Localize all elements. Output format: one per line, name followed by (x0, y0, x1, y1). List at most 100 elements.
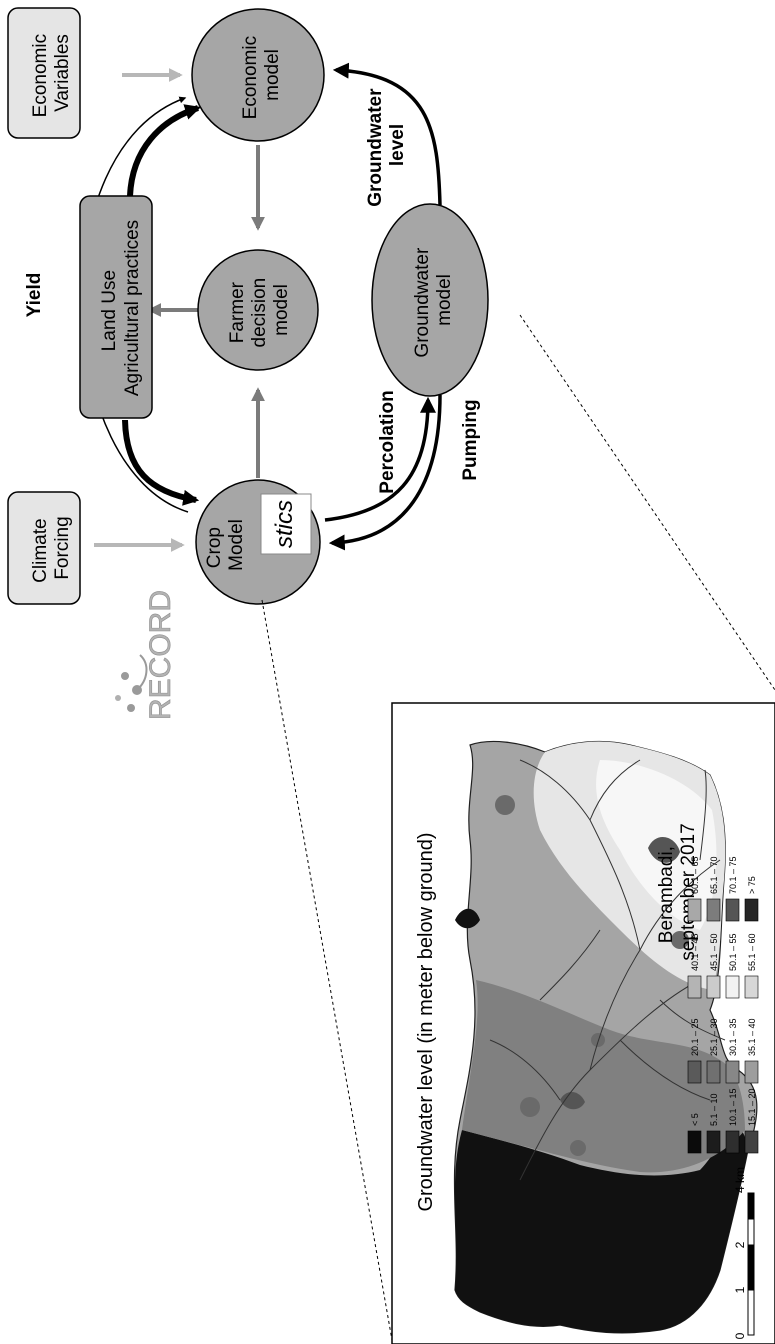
scale-bar: 0 1 2 4 km (733, 1167, 755, 1339)
record-logo: RECORD (115, 590, 177, 720)
legend-label: 5.1 – 10 (709, 1093, 719, 1126)
legend-label: 60.1 – 65 (690, 856, 700, 894)
groundwater-level-line1: Groundwater (365, 88, 386, 207)
legend-label: 40.1 – 45 (690, 933, 700, 971)
arrow-landuse-to-crop (122, 419, 200, 506)
land-use-line1: Land Use (99, 270, 120, 351)
legend-swatch (744, 1130, 759, 1154)
groundwater-model-line2: model (434, 274, 455, 326)
crop-model-node: Crop Model stics (195, 479, 321, 605)
arrow-groundwater-level (332, 62, 442, 206)
climate-forcing-line1: Climate (30, 518, 51, 582)
legend-swatch (687, 1060, 702, 1084)
legend-label: 30.1 – 35 (728, 1018, 738, 1056)
record-logo-text: RECORD (144, 590, 177, 720)
scale-label-0: 0 (733, 1332, 747, 1339)
zoom-guide-groundwater (519, 314, 775, 691)
legend-label: 65.1 – 70 (709, 856, 719, 894)
svg-text:Groundwater level: Groundwater level (365, 83, 408, 207)
farmer-model-line3: model (271, 284, 292, 336)
legend-swatch (725, 898, 740, 922)
svg-text:Farmer decision: Farmer decision model (227, 273, 292, 348)
farmer-model-line2: decision (249, 278, 270, 348)
scale-label-2: 2 (733, 1241, 747, 1248)
svg-text:Economic Variables: Economic Variables (30, 29, 73, 118)
svg-text:Economic model: Economic model (240, 31, 283, 120)
mid-zone (462, 980, 745, 1173)
legend-label: 35.1 – 40 (747, 1018, 757, 1056)
dark-patch-tank1 (560, 1091, 585, 1110)
scale-label-4km: 4 km (733, 1167, 747, 1193)
pumping-label: Pumping (460, 399, 481, 480)
climate-forcing-line2: Forcing (52, 516, 73, 579)
land-use-line2: Agricultural practices (122, 220, 143, 396)
legend-label: < 5 (690, 1113, 700, 1126)
climate-forcing-box: Climate Forcing (7, 491, 81, 605)
arrow-landuse-to-economic (127, 104, 202, 197)
svg-text:Climate Forcing: Climate Forcing (30, 513, 73, 583)
farmer-model-line1: Farmer (227, 281, 248, 343)
groundwater-model-line1: Groundwater (412, 247, 433, 358)
legend-swatch (706, 898, 721, 922)
legend-swatch (687, 1130, 702, 1154)
depression-4 (671, 931, 689, 949)
legend-swatch (744, 975, 759, 999)
legend-swatch (706, 1060, 721, 1084)
stics-logo: stics (260, 493, 312, 555)
legend-swatch (725, 975, 740, 999)
svg-text:Crop Model: Crop Model (204, 519, 247, 571)
legend-label: 45.1 – 50 (709, 933, 719, 971)
yield-label: Yield (24, 273, 45, 318)
legend-swatch (744, 898, 759, 922)
dark-zone (454, 1128, 748, 1333)
legend-label: 70.1 – 75 (728, 856, 738, 894)
land-use-box: Land Use Agricultural practices (79, 195, 153, 419)
depression-2 (570, 1140, 586, 1156)
arrow-percolation (324, 396, 436, 522)
model-coupling-diagram: Economic Variables Climate Forcing Land … (7, 7, 489, 720)
economic-model-node: Economic model (191, 8, 325, 142)
dark-patch-tank2 (648, 836, 680, 863)
legend-swatch (687, 975, 702, 999)
legend-label: 25.1 – 30 (709, 1018, 719, 1056)
economic-model-line2: model (262, 49, 283, 101)
place-label-line1: Berambadi, (656, 846, 677, 943)
economic-variables-line1: Economic (30, 34, 51, 117)
legend-swatch (744, 1060, 759, 1084)
crop-model-line2: Model (226, 519, 247, 571)
svg-text:Land Use Agricultural: Land Use Agricultural practices (99, 220, 143, 396)
groundwater-map-panel: Groundwater level (in meter below ground… (391, 702, 775, 1344)
economic-variables-line2: Variables (52, 34, 73, 112)
percolation-label: Percolation (377, 390, 398, 493)
depression-3 (591, 1033, 605, 1047)
groundwater-map (453, 740, 758, 1334)
groundwater-level-line2: level (387, 124, 408, 166)
arrow-pumping (328, 394, 442, 551)
dark-patch-left (455, 908, 480, 929)
legend-swatch (706, 975, 721, 999)
legend-label: 20.1 – 25 (690, 1018, 700, 1056)
legend-swatch (706, 1130, 721, 1154)
legend-swatch (725, 1060, 740, 1084)
legend-label: 50.1 – 55 (728, 933, 738, 971)
place-label-line2: september 2017 (678, 823, 699, 960)
svg-text:Berambadi, september 201: Berambadi, september 2017 (656, 823, 699, 960)
crop-model-line1: Crop (204, 527, 225, 568)
scale-label-1: 1 (733, 1286, 747, 1293)
depression-5 (495, 795, 515, 815)
economic-model-line1: Economic (240, 36, 261, 119)
economic-variables-box: Economic Variables (7, 7, 81, 139)
map-title: Groundwater level (in meter below ground… (415, 832, 437, 1211)
farmer-decision-model-node: Farmer decision model (197, 249, 319, 371)
stream-network (489, 759, 726, 1181)
legend-swatch (725, 1130, 740, 1154)
legend-label: 10.1 – 15 (728, 1088, 738, 1126)
zoom-guide-crop (261, 599, 393, 1341)
stics-logo-text: stics (271, 500, 298, 548)
legend-label: > 75 (747, 876, 757, 894)
legend-label: 55.1 – 60 (747, 933, 757, 971)
legend-swatch (687, 898, 702, 922)
depression-1 (520, 1097, 540, 1117)
